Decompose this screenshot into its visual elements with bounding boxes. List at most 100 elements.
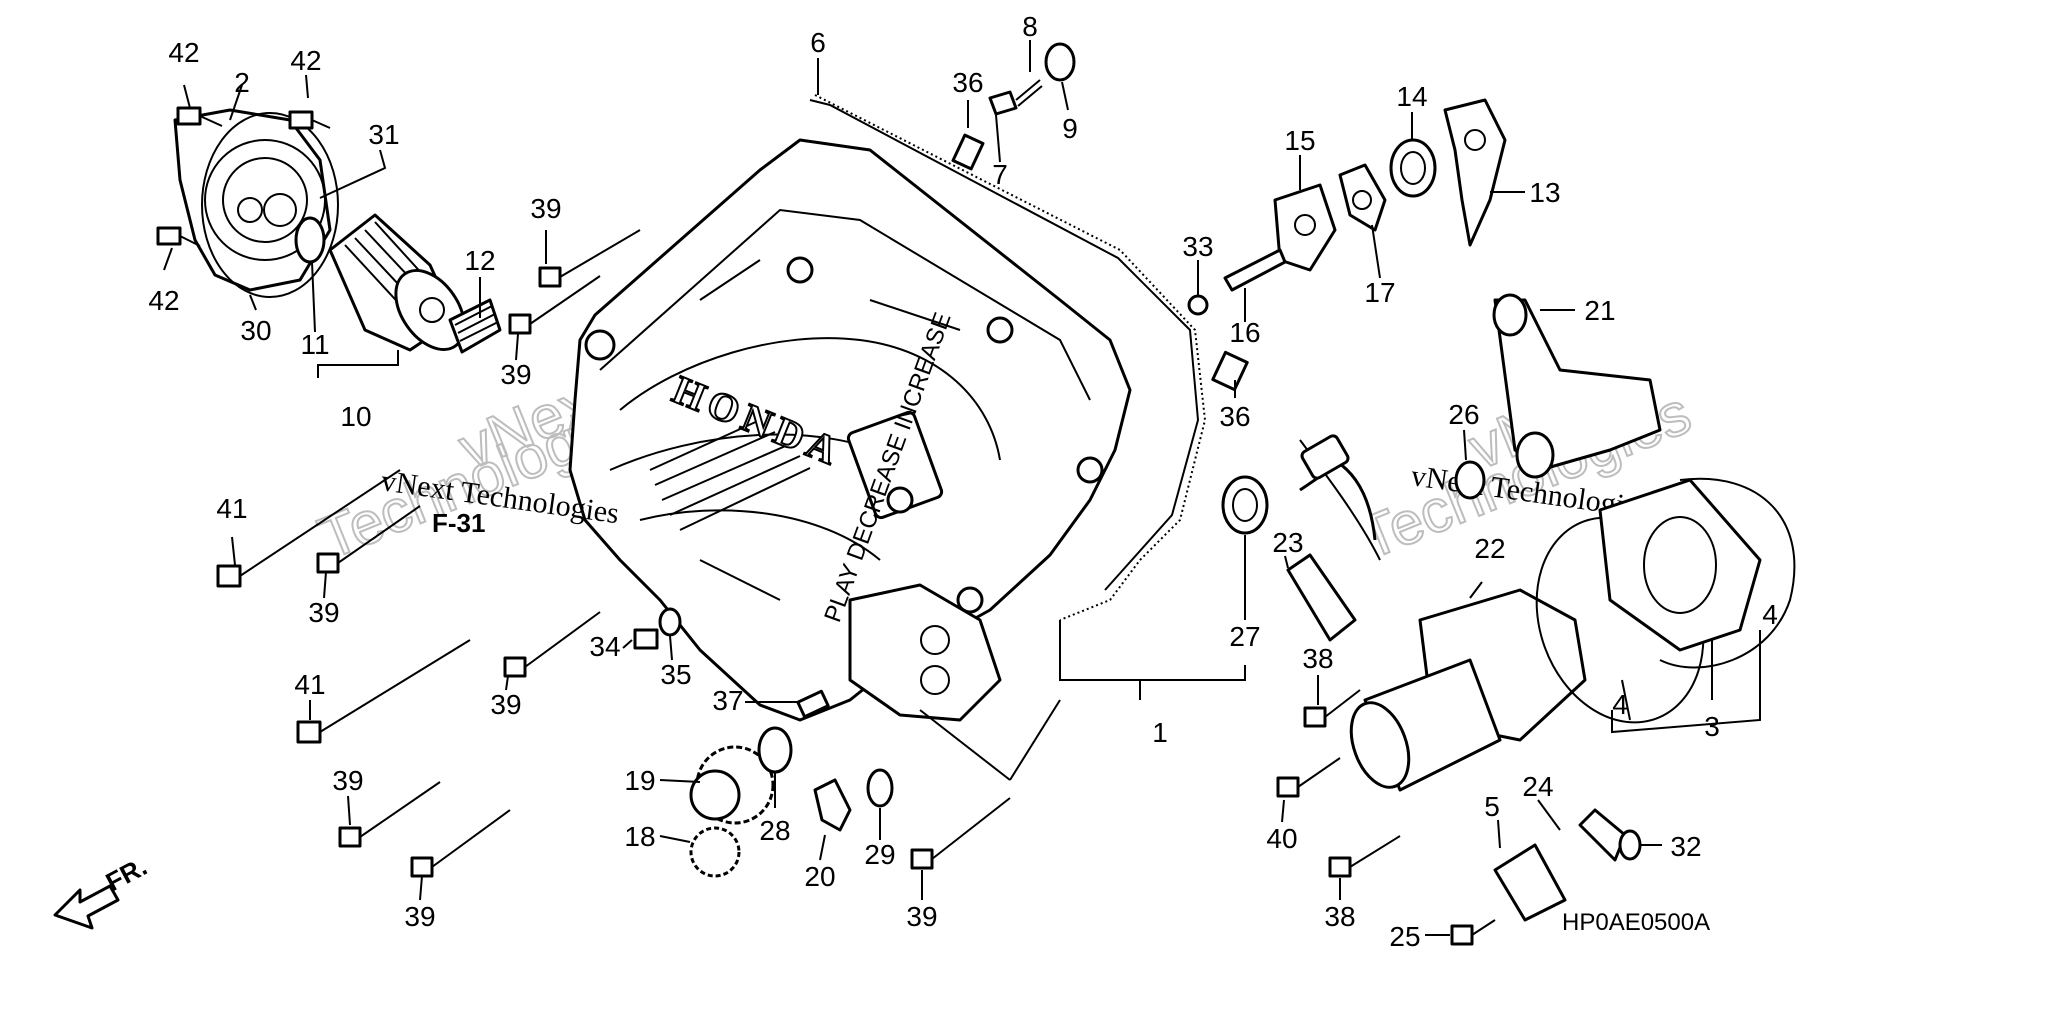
dowel-36-b — [1211, 350, 1249, 392]
callout-18: 18 — [624, 821, 655, 852]
callout-10: 10 — [340, 401, 371, 432]
front-direction-arrow — [53, 884, 120, 930]
callout-39: 39 — [500, 359, 531, 390]
cam-17 — [1338, 163, 1387, 232]
callout-30: 30 — [240, 315, 271, 346]
sensor-24 — [1578, 808, 1627, 862]
arm-13 — [1443, 98, 1507, 247]
washer-26 — [1454, 460, 1486, 500]
callout-41: 41 — [216, 493, 247, 524]
callout-22: 22 — [1474, 533, 1505, 564]
bolt-39-d — [503, 611, 601, 678]
gear-18 — [689, 826, 741, 878]
callout-9: 9 — [1062, 113, 1078, 144]
callout-39: 39 — [490, 689, 521, 720]
callout-15: 15 — [1284, 125, 1315, 156]
dowel-36-a — [951, 133, 985, 171]
spring-8 — [1015, 79, 1043, 107]
callout-4: 4 — [1612, 689, 1628, 720]
callout-17: 17 — [1364, 277, 1395, 308]
gear-19 — [689, 745, 775, 825]
callout-4: 4 — [1762, 599, 1778, 630]
callout-41: 41 — [294, 669, 325, 700]
callout-14: 14 — [1396, 81, 1427, 112]
o-ring-32 — [1618, 829, 1642, 861]
callout-24: 24 — [1522, 771, 1553, 802]
washer-33 — [1187, 294, 1209, 316]
callout-6: 6 — [810, 27, 826, 58]
plate-20 — [813, 778, 852, 832]
callout-39: 39 — [530, 193, 561, 224]
callout-8: 8 — [1022, 11, 1038, 42]
figure-reference: F-31 — [432, 508, 485, 538]
callout-2: 2 — [234, 67, 250, 98]
callout-38: 38 — [1302, 643, 1333, 674]
diagram-code: HP0AE0500A — [1562, 909, 1710, 936]
callout-21: 21 — [1584, 295, 1615, 326]
bolt-41-b — [296, 639, 471, 744]
callout-27: 27 — [1229, 621, 1260, 652]
spring-14 — [1389, 138, 1437, 198]
callout-39: 39 — [404, 901, 435, 932]
bolt-39-b — [508, 275, 601, 335]
bolt-7 — [988, 90, 1018, 116]
callout-32: 32 — [1670, 831, 1701, 862]
washer-35 — [658, 607, 682, 637]
callout-16: 16 — [1229, 317, 1260, 348]
shaft-16 — [1223, 248, 1287, 292]
right-crankcase-cover-1: PLAY DECREASE INCREASE HONDA — [568, 138, 1132, 722]
bolt-39-g — [910, 797, 1011, 870]
bearing-28 — [757, 726, 793, 774]
bearing-27 — [1221, 475, 1269, 535]
callout-42: 42 — [148, 285, 179, 316]
callout-37: 37 — [712, 685, 743, 716]
nut-34 — [633, 628, 659, 650]
oil-filter-element-10 — [328, 213, 466, 352]
callout-40: 40 — [1266, 823, 1297, 854]
callout-25: 25 — [1389, 921, 1420, 952]
callout-labels: 42 2 42 31 42 30 11 10 12 39 39 6 36 7 8… — [148, 11, 1777, 952]
bolt-38-b — [1328, 835, 1401, 878]
gasket-6-outline — [809, 99, 1200, 591]
bolt-42-b — [288, 110, 331, 130]
callout-28: 28 — [759, 815, 790, 846]
callout-42: 42 — [168, 37, 199, 68]
callout-38: 38 — [1324, 901, 1355, 932]
callout-39: 39 — [332, 765, 363, 796]
bolt-39-e — [338, 781, 441, 848]
o-ring-30 — [201, 112, 339, 298]
gasket-4-outer — [1659, 477, 1796, 669]
callout-31: 31 — [368, 119, 399, 150]
callout-5: 5 — [1484, 791, 1500, 822]
callout-33: 33 — [1182, 231, 1213, 262]
callout-13: 13 — [1529, 177, 1560, 208]
callout-19: 19 — [624, 765, 655, 796]
dowel-37 — [796, 689, 830, 719]
oil-seal-29 — [866, 768, 894, 808]
callout-11: 11 — [300, 329, 329, 360]
callout-1: 1 — [1152, 717, 1168, 748]
o-ring-11 — [294, 216, 326, 264]
sensor-5 — [1493, 843, 1567, 922]
callout-29: 29 — [864, 839, 895, 870]
callout-7: 7 — [992, 159, 1008, 190]
callout-34: 34 — [589, 631, 620, 662]
callout-36: 36 — [1219, 401, 1250, 432]
callout-36: 36 — [952, 67, 983, 98]
hose-23 — [1286, 553, 1357, 642]
callout-35: 35 — [660, 659, 691, 690]
bolt-25 — [1450, 919, 1496, 946]
leader-lines — [163, 40, 1761, 936]
bolt-39-f — [410, 809, 511, 878]
housing-3 — [1598, 478, 1762, 652]
callout-26: 26 — [1448, 399, 1479, 430]
callout-20: 20 — [804, 861, 835, 892]
gasket-6 — [814, 94, 1207, 621]
callout-3: 3 — [1704, 711, 1720, 742]
bolt-41-a — [216, 469, 401, 588]
callout-39: 39 — [906, 901, 937, 932]
bolt-39-a — [538, 229, 641, 288]
callout-42: 42 — [290, 45, 321, 76]
control-motor-22 — [1299, 434, 1587, 792]
